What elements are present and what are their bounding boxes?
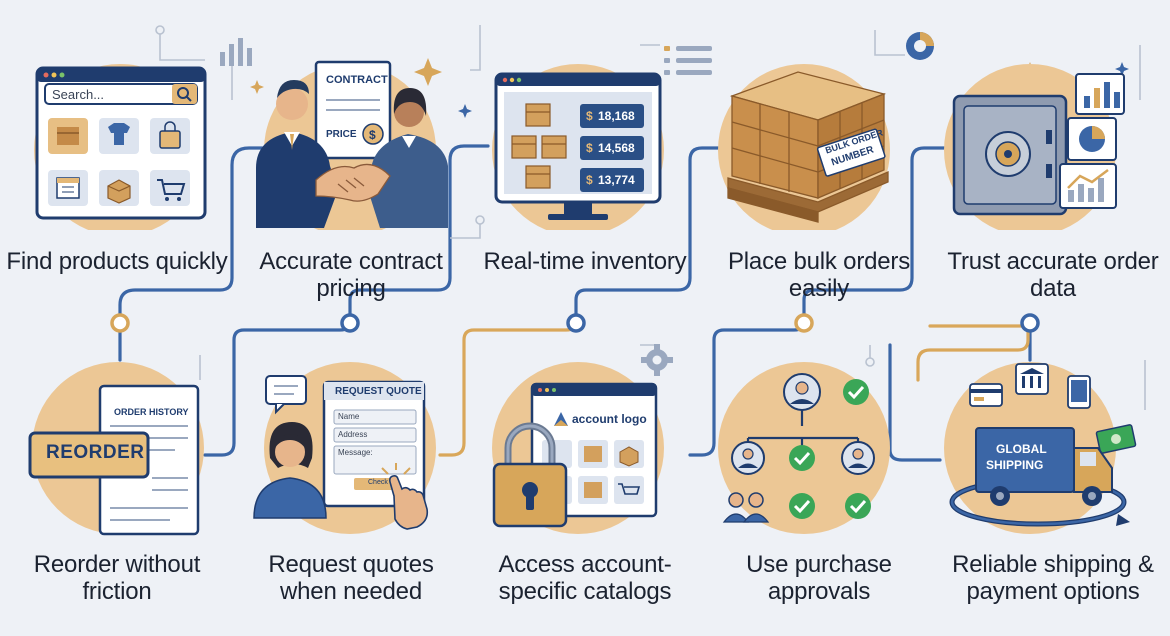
contract-price: PRICE	[326, 129, 357, 140]
bulk-orders-illustration: BULK ORDER NUMBER	[702, 0, 936, 230]
team-group-icon	[722, 492, 770, 523]
bank-icon	[1015, 363, 1049, 395]
quote-address-field[interactable]: Address	[338, 430, 368, 439]
mobile-phone-icon	[1067, 375, 1091, 409]
pointer-hand-icon	[381, 463, 429, 530]
approvals-illustration	[702, 318, 936, 548]
account-logo-icon	[554, 412, 568, 426]
tile-reorder: ORDER HISTORY REORDER Reorder without fr…	[0, 318, 234, 636]
check-icon-bottom-left	[789, 493, 815, 519]
quotes-illustration: REQUEST QUOTE Name Address Message: Chec…	[234, 318, 468, 548]
quote-submit-button[interactable]: Check	[368, 479, 388, 486]
employee-avatar-left-icon	[731, 441, 765, 475]
reorder-illustration: ORDER HISTORY REORDER	[0, 318, 234, 548]
svg-text:$: $	[369, 128, 376, 142]
cash-icon	[1095, 424, 1137, 454]
bar-chart-icon	[1075, 73, 1125, 115]
tile-quotes: REQUEST QUOTE Name Address Message: Chec…	[234, 318, 468, 636]
bulk-order-label	[816, 128, 886, 177]
box-icon	[48, 118, 88, 154]
label-quotes: Request quotes when needed	[268, 551, 434, 605]
tile-catalogs: account logo Access account-specific cat…	[468, 318, 702, 636]
label-catalogs: Access account-specific catalogs	[498, 551, 672, 605]
credit-card-icon	[969, 383, 1003, 407]
shipping-illustration: GLOBAL SHIPPING	[936, 318, 1170, 548]
stock-value-1: 18,168	[598, 109, 635, 123]
check-icon-top	[843, 379, 869, 405]
search-icon	[177, 87, 192, 102]
check-icon-middle	[789, 445, 815, 471]
gear-deco-icon	[641, 344, 673, 376]
search-placeholder: Search...	[52, 87, 105, 102]
reorder-button[interactable]: REORDER	[46, 442, 145, 463]
cart-icon	[150, 170, 190, 206]
safe-icon	[952, 94, 1068, 216]
order-data-illustration	[936, 0, 1170, 230]
label-find-products: Find products quickly	[6, 248, 228, 275]
handshake-icon	[315, 163, 391, 202]
businessman-icon	[256, 80, 338, 228]
pie-chart-icon	[1067, 117, 1117, 161]
label-inventory: Real-time inventory	[483, 248, 687, 275]
stock-value-3: 13,774	[598, 173, 635, 187]
quote-message-field[interactable]: Message:	[338, 448, 373, 457]
boxes-stack-icon	[511, 103, 567, 189]
tile-order-data: Trust accurate order data	[936, 0, 1170, 318]
truck-label-line-1: GLOBAL	[996, 442, 1047, 456]
tile-approvals: Use purchase approvals	[702, 318, 936, 636]
label-bulk-orders: Place bulk orders easily	[727, 248, 911, 302]
currency-sign-2: $	[586, 141, 593, 155]
employee-avatar-right-icon	[841, 441, 875, 475]
list-deco-icon	[664, 46, 712, 75]
calendar-icon	[48, 170, 88, 206]
inventory-illustration: 18,168 14,568 13,774 $ $ $	[468, 0, 702, 230]
label-order-data: Trust accurate order data	[947, 248, 1159, 302]
bar-chart-deco-icon	[220, 38, 252, 66]
contract-document-icon: $	[314, 60, 392, 160]
tile-find-products: Search... Find products quickly	[0, 0, 234, 318]
label-reorder: Reorder without friction	[33, 551, 201, 605]
open-box-icon	[99, 170, 139, 206]
shirt-icon	[99, 118, 139, 154]
label-contract-pricing: Accurate contract pricing	[259, 248, 443, 302]
delivery-truck-icon	[975, 427, 1113, 506]
currency-sign-1: $	[586, 109, 593, 123]
tile-bulk-orders: BULK ORDER NUMBER Place bulk orders easi…	[702, 0, 936, 318]
label-approvals: Use purchase approvals	[746, 551, 892, 605]
pie-deco-icon	[906, 32, 934, 60]
padlock-icon	[492, 422, 568, 528]
tile-shipping: GLOBAL SHIPPING Reliable shipping & paym…	[936, 318, 1170, 636]
quote-form-title: REQUEST QUOTE	[335, 386, 422, 397]
chat-bubble-icon	[265, 375, 307, 415]
woman-avatar-icon	[253, 422, 327, 519]
truck-label-line-2: SHIPPING	[986, 458, 1044, 472]
tile-inventory: 18,168 14,568 13,774 $ $ $ Real-time inv…	[468, 0, 702, 318]
find-products-illustration: Search...	[0, 0, 234, 230]
order-history-title: ORDER HISTORY	[114, 407, 189, 417]
line-chart-icon	[1059, 163, 1117, 209]
quote-name-field[interactable]: Name	[338, 412, 360, 421]
stock-value-2: 14,568	[598, 141, 635, 155]
quote-form-window	[322, 380, 426, 508]
contract-title: CONTRACT	[326, 74, 388, 86]
manager-avatar-icon	[783, 373, 821, 411]
contract-pricing-illustration: $	[234, 0, 468, 230]
account-logo-label: account logo	[572, 412, 647, 426]
bag-icon	[150, 118, 190, 154]
tile-contract-pricing: $	[234, 0, 468, 318]
currency-sign-3: $	[586, 173, 593, 187]
check-icon-bottom-right	[845, 493, 871, 519]
businesswoman-icon	[368, 88, 448, 228]
catalogs-illustration: account logo	[468, 318, 702, 548]
label-shipping: Reliable shipping & payment options	[952, 551, 1154, 605]
